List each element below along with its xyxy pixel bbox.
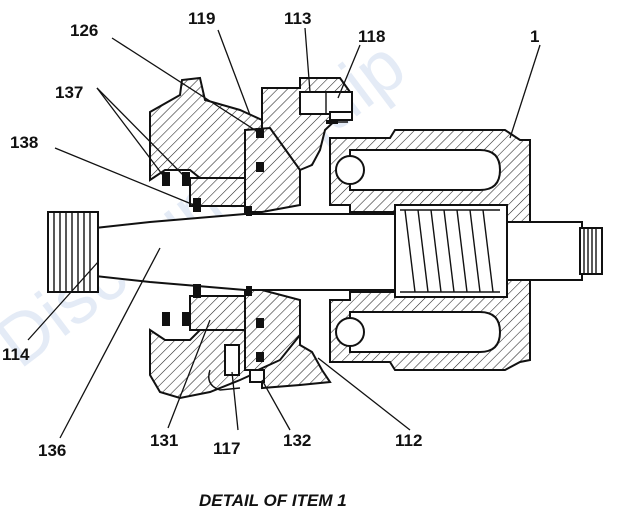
callout-136: 136 (38, 441, 66, 460)
seal-137a (162, 172, 170, 186)
bearing-lower (189, 295, 246, 331)
drive-shaft (94, 213, 396, 291)
seal-131c (162, 312, 170, 326)
spring-bore (394, 204, 508, 298)
callout-132: 132 (283, 431, 311, 450)
pin-117 (224, 344, 240, 376)
seal-cap (326, 120, 338, 124)
seal-126 (256, 128, 264, 138)
seal-131a (193, 284, 201, 298)
callout-119: 119 (188, 9, 215, 28)
callout-1: 1 (530, 27, 539, 46)
callout-117: 117 (213, 439, 240, 458)
callout-131: 131 (150, 431, 178, 450)
seal-126b (256, 162, 264, 172)
seal-138 (193, 198, 201, 212)
callout-138: 138 (10, 133, 38, 152)
leader-lines (27, 27, 541, 439)
seal-137b (182, 172, 190, 186)
seal-132b (256, 318, 264, 328)
piston-upper (349, 149, 502, 191)
plug-132 (249, 369, 265, 383)
shaft-right-end (506, 221, 583, 281)
callout-113: 113 (284, 9, 311, 28)
callout-118: 118 (358, 27, 385, 46)
swash-plate-lower (244, 289, 301, 371)
callout-137: 137 (55, 83, 83, 102)
spring (400, 209, 500, 293)
seal-131b (182, 312, 190, 326)
callout-126: 126 (70, 21, 98, 40)
seal-shaft-a (246, 206, 252, 216)
cap-bolt-head (329, 111, 353, 121)
callout-114: 114 (2, 345, 30, 364)
seal-shaft-b (246, 286, 252, 296)
piston-lower (349, 311, 502, 353)
seal-132 (256, 352, 264, 362)
pump-cross-section (47, 76, 603, 400)
figure-caption: DETAIL OF ITEM 1 (199, 491, 347, 510)
swash-plate (244, 126, 301, 213)
callout-labels: 1 113 118 119 126 137 138 114 136 131 11… (2, 9, 539, 460)
callout-112: 112 (395, 431, 422, 450)
